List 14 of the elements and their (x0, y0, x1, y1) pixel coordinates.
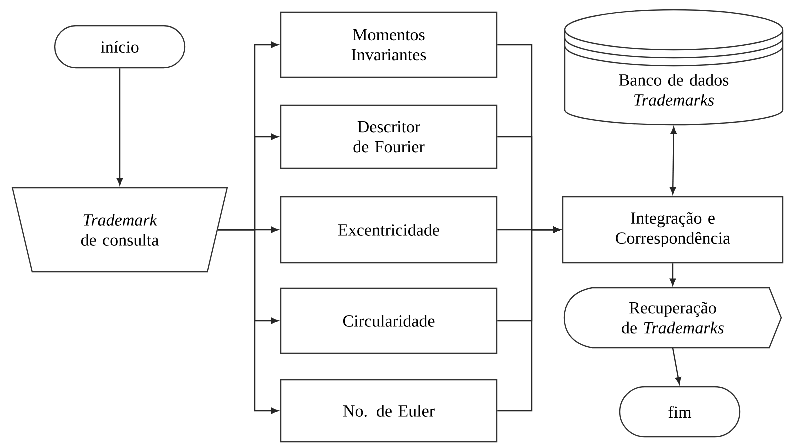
arrow (498, 226, 561, 412)
arrow (670, 126, 677, 195)
node-label: Banco de dados Trademarks (619, 74, 729, 106)
process-box: Momentos Invariantes (280, 12, 498, 78)
process-box: Excentricidade (280, 196, 498, 264)
process-box: Descritor de Fourier (280, 104, 498, 170)
arrow (672, 348, 682, 385)
process-box: No. de Euler (280, 379, 498, 443)
process-box: Circularidade (280, 288, 498, 354)
arrow (670, 264, 676, 286)
arrow (218, 229, 279, 414)
arrow (116, 68, 124, 186)
process-box: Integração e Correspondência (562, 196, 784, 264)
database-cylinder: Banco de dados Trademarks (564, 9, 784, 126)
